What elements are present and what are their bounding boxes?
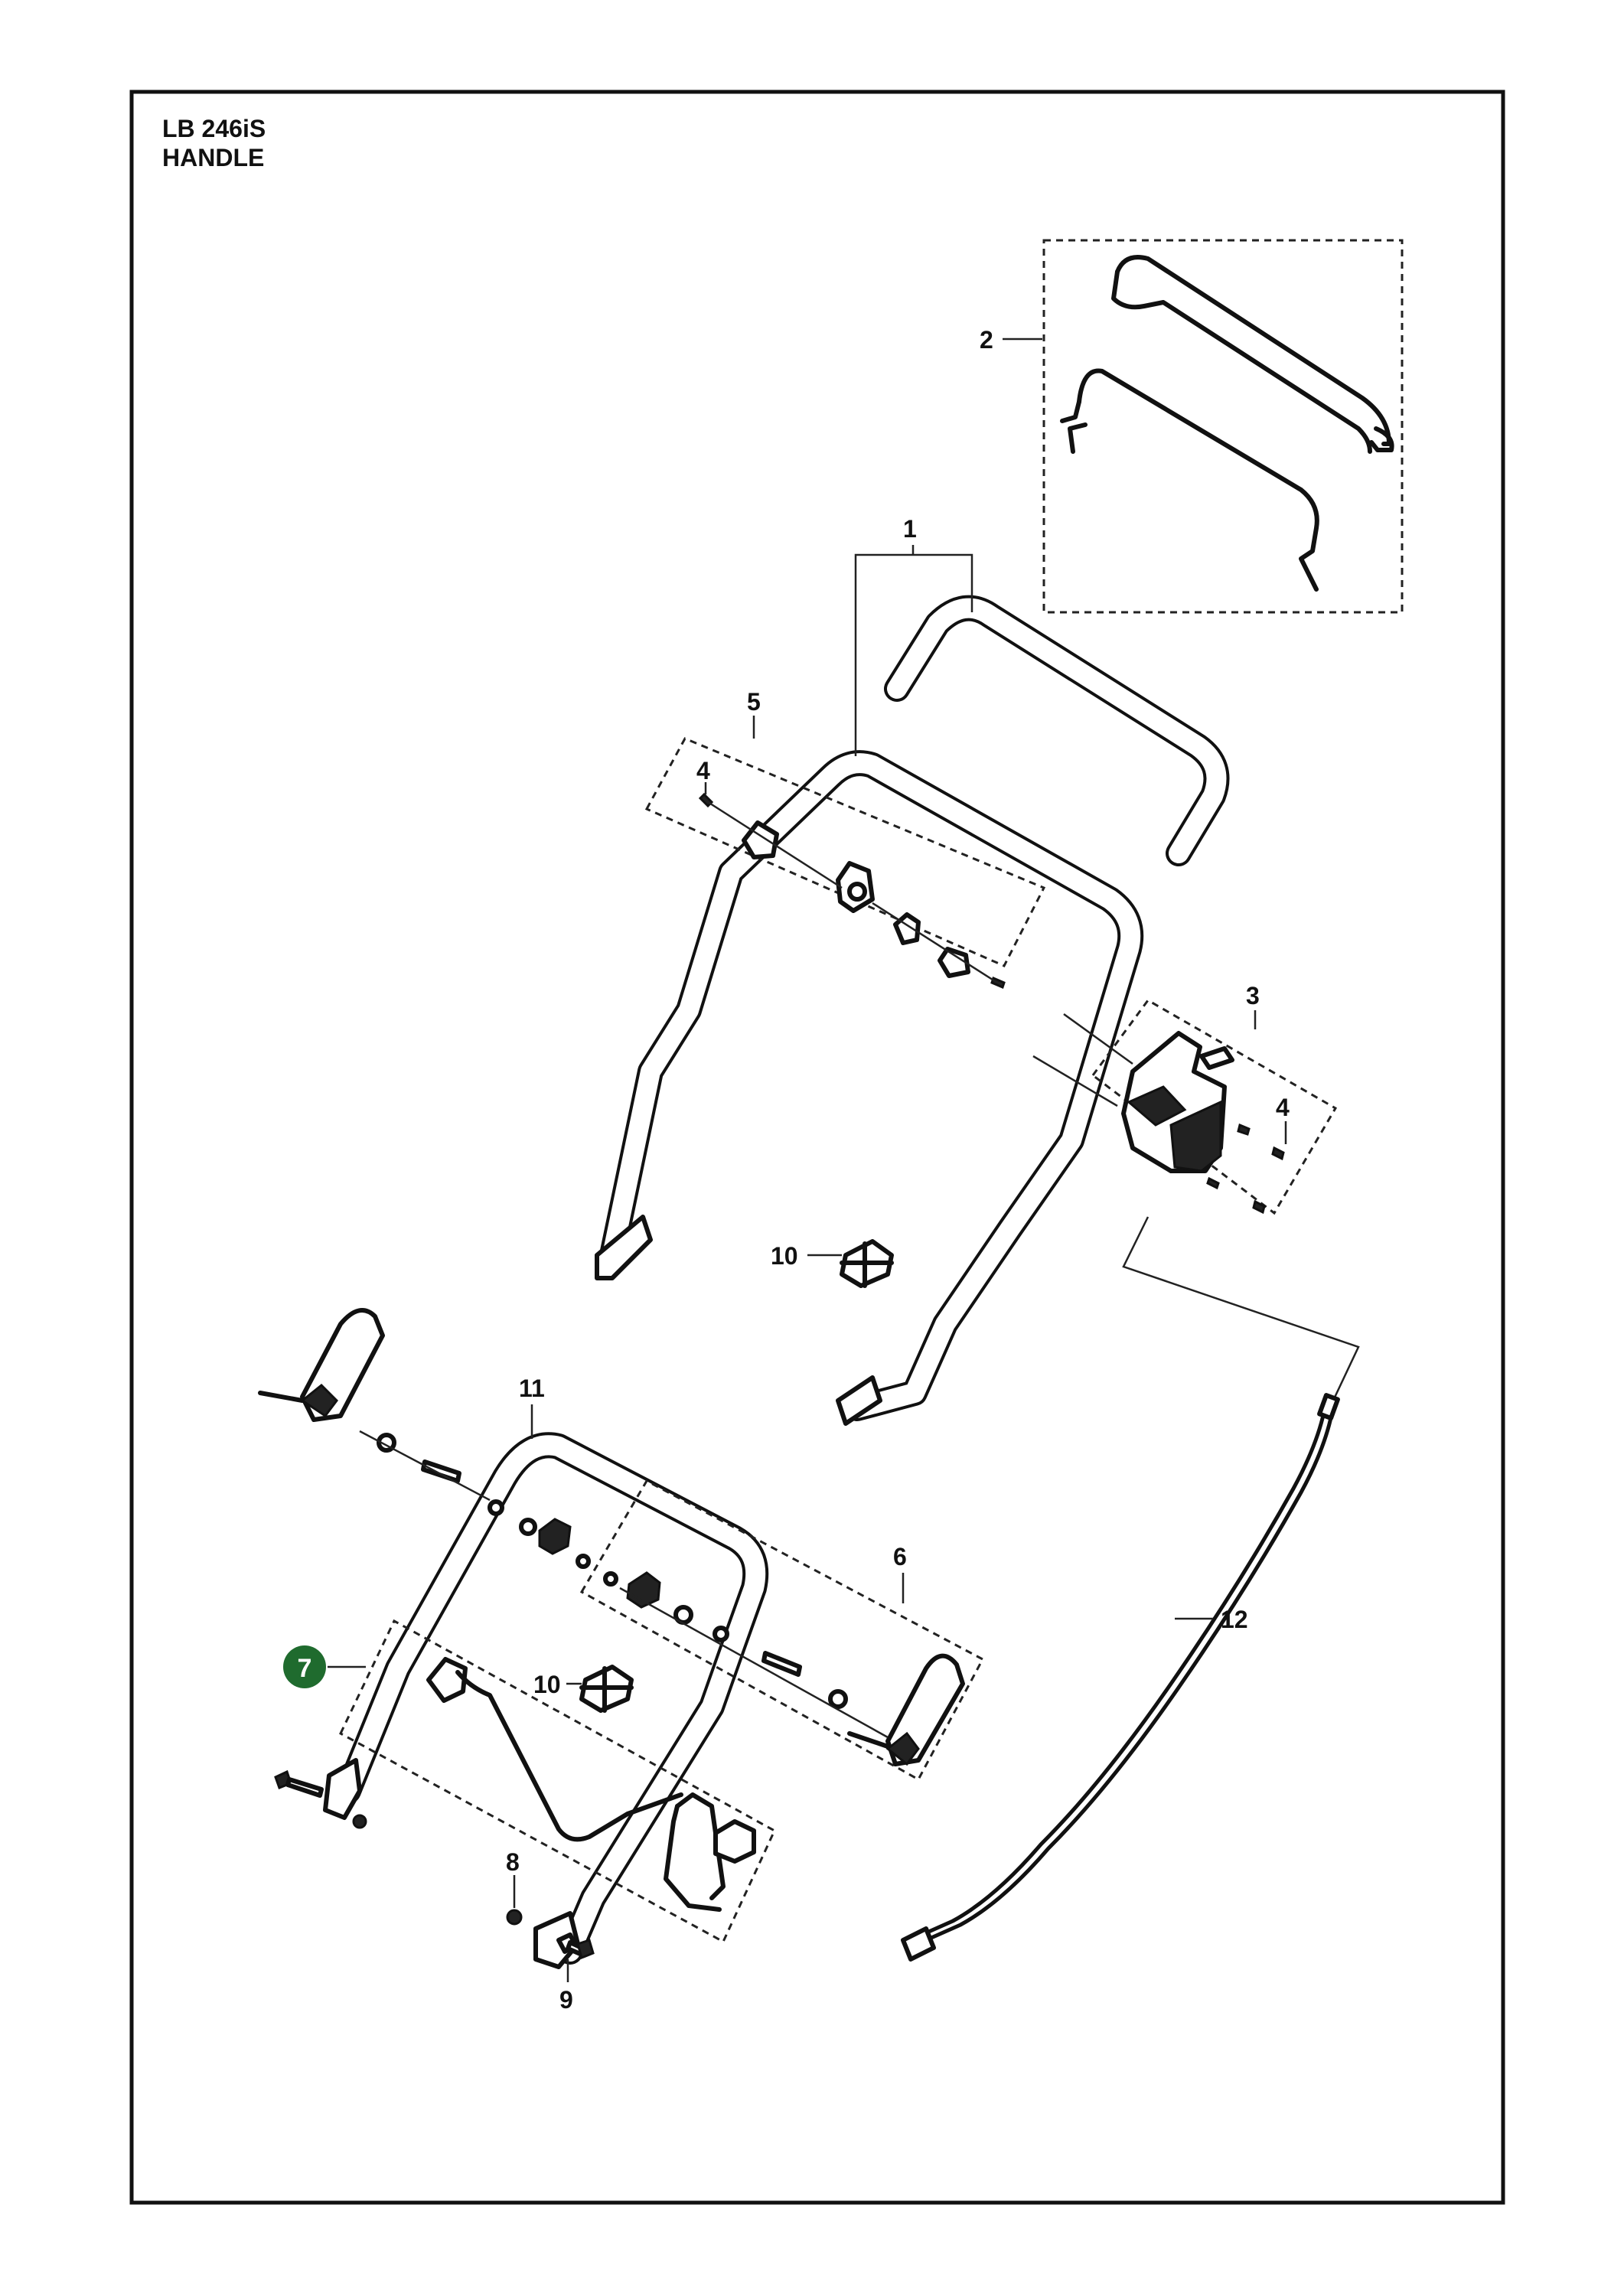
- center-adjust-knob: [519, 1518, 591, 1569]
- callout-3: 3: [1246, 982, 1260, 1009]
- callout-12: 12: [1221, 1606, 1248, 1633]
- group-box-6: [579, 1479, 985, 1782]
- lever-assembly-part-6: [603, 1571, 965, 1766]
- callout-7: 7: [298, 1654, 312, 1683]
- control-housing-part-3: [1032, 1013, 1285, 1215]
- page-border: [129, 90, 1505, 2205]
- knob-assembly-part-5: [698, 792, 1006, 990]
- callout-4b: 4: [1276, 1094, 1290, 1121]
- spacer-part-10-lower: [579, 1665, 634, 1713]
- lower-left-bolt-nut: [274, 1769, 367, 1829]
- callout-2: 2: [980, 326, 993, 354]
- callout-6: 6: [893, 1543, 907, 1570]
- model-title: LB 246iS: [162, 115, 266, 142]
- upper-handle-part-1: [595, 595, 1230, 1426]
- callout-9: 9: [559, 1986, 573, 2014]
- group-box-3: [1091, 999, 1338, 1215]
- nut-part-8: [506, 1909, 523, 1926]
- cable-bracket-leader: [1122, 1216, 1360, 1401]
- callout-10a: 10: [771, 1242, 798, 1270]
- section-title: HANDLE: [162, 144, 265, 171]
- spacer-part-10-upper: [840, 1239, 894, 1288]
- cable-part-12: [901, 1393, 1340, 1962]
- handle-grip-part-2: [1060, 255, 1394, 592]
- bolt-part-9: [556, 1932, 595, 1960]
- left-lever-knob: [258, 1308, 491, 1502]
- callout-10b: 10: [533, 1671, 561, 1698]
- callout-8: 8: [506, 1848, 520, 1876]
- highlight-badge-7: [283, 1645, 326, 1688]
- callout-11: 11: [519, 1375, 545, 1402]
- bail-lever-part-7: [426, 1657, 756, 1912]
- callout-5: 5: [747, 688, 761, 716]
- callout-4a: 4: [696, 757, 710, 784]
- group-box-5: [644, 737, 1046, 967]
- callout-1: 1: [903, 515, 917, 543]
- group-box-7: [339, 1619, 776, 1944]
- lower-handle-part-11: [323, 1432, 769, 1969]
- group-box-2: [1042, 239, 1404, 614]
